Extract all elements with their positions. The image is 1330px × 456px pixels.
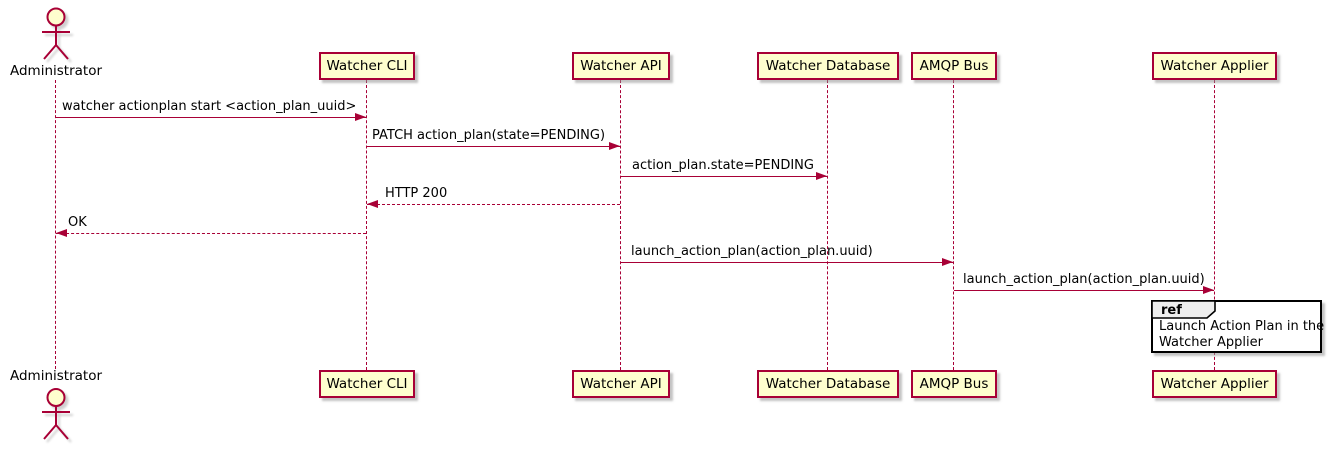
lifeline-watcher-database xyxy=(827,80,828,370)
lifeline-administrator xyxy=(55,80,56,369)
message-label: launch_action_plan(action_plan.uuid) xyxy=(631,244,873,259)
participant-watcher-database-top: Watcher Database xyxy=(757,52,899,80)
message-label: watcher actionplan start <action_plan_uu… xyxy=(62,99,357,114)
arrowhead-right-icon xyxy=(609,142,620,150)
actor-label-administrator-top: Administrator xyxy=(9,63,103,79)
message-line xyxy=(367,204,620,205)
message-label: launch_action_plan(action_plan.uuid) xyxy=(963,272,1205,287)
message-label: OK xyxy=(68,215,87,230)
participant-watcher-cli-bottom: Watcher CLI xyxy=(319,370,415,398)
message-line xyxy=(621,262,953,263)
arrowhead-right-icon xyxy=(942,258,953,266)
message-line xyxy=(367,146,620,147)
participant-watcher-api-top: Watcher API xyxy=(572,52,670,80)
lifeline-amqp-bus xyxy=(953,80,954,370)
message-line xyxy=(56,233,366,234)
participant-watcher-database-bottom: Watcher Database xyxy=(757,370,899,398)
message-line xyxy=(954,290,1214,291)
ref-header-pentagon xyxy=(1151,300,1216,319)
lifeline-watcher-cli xyxy=(366,80,367,370)
participant-watcher-applier-bottom: Watcher Applier xyxy=(1152,370,1277,398)
message-label: HTTP 200 xyxy=(385,186,448,201)
arrowhead-right-icon xyxy=(816,172,827,180)
arrowhead-left-icon xyxy=(367,200,378,208)
administrator-actor-icon xyxy=(42,7,70,60)
actor-label-administrator-bottom: Administrator xyxy=(9,368,103,384)
arrowhead-right-icon xyxy=(1203,286,1214,294)
ref-text-line1: Launch Action Plan in the xyxy=(1159,319,1325,334)
administrator-actor-icon xyxy=(42,388,70,440)
arrowhead-right-icon xyxy=(355,113,366,121)
lifeline-watcher-api xyxy=(620,80,621,370)
lifeline-watcher-applier xyxy=(1214,80,1215,370)
arrowhead-left-icon xyxy=(56,229,67,237)
message-label: action_plan.state=PENDING xyxy=(632,158,814,173)
ref-fragment: ref Launch Action Plan in the Watcher Ap… xyxy=(1151,300,1325,353)
participant-watcher-cli-top: Watcher CLI xyxy=(319,52,415,80)
ref-text-line2: Watcher Applier xyxy=(1159,335,1263,350)
message-label: PATCH action_plan(state=PENDING) xyxy=(372,128,606,143)
ref-keyword: ref xyxy=(1161,303,1182,318)
participant-watcher-applier-top: Watcher Applier xyxy=(1152,52,1277,80)
message-line xyxy=(56,117,366,118)
participant-amqp-bus-bottom: AMQP Bus xyxy=(911,370,997,398)
participant-amqp-bus-top: AMQP Bus xyxy=(911,52,997,80)
participant-watcher-api-bottom: Watcher API xyxy=(572,370,670,398)
message-line xyxy=(621,176,827,177)
